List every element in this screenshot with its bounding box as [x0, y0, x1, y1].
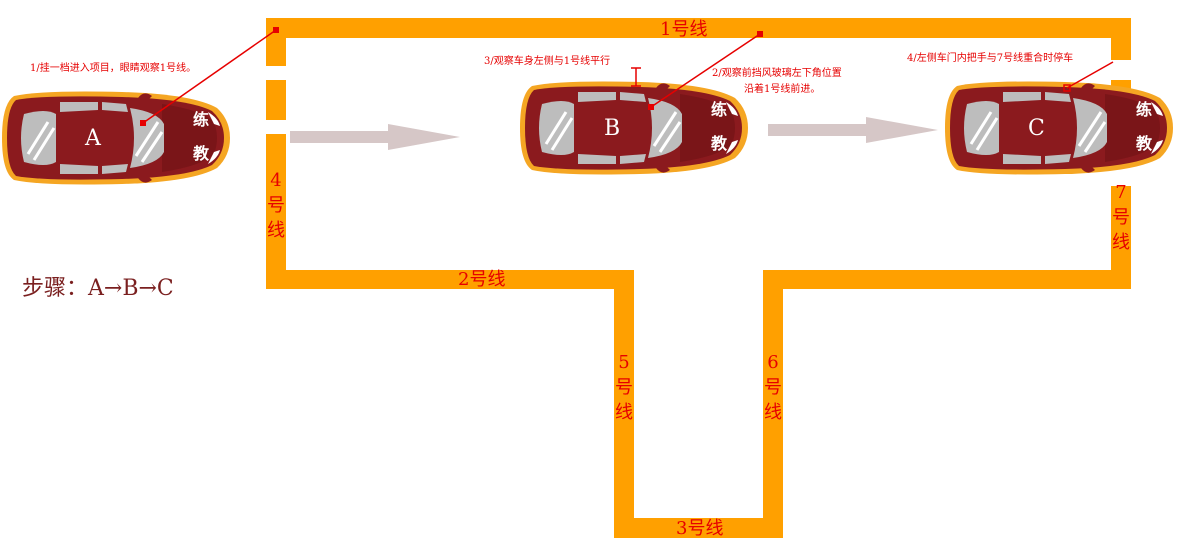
line-2-right	[763, 270, 1131, 289]
annotation-step-2-line-1: 2/观察前挡风玻璃左下角位置	[712, 68, 842, 79]
line-6	[763, 270, 783, 538]
car-b-letter: B	[604, 116, 621, 141]
car-a-tag-top: 练	[193, 110, 210, 129]
line-1	[266, 18, 1131, 38]
car-b-tag-bottom: 教	[711, 134, 728, 153]
car-b-tag-top: 练	[711, 100, 728, 119]
annotation-step-4: 4/左侧车门内把手与7号线重合时停车	[907, 53, 1074, 64]
car-a	[0, 90, 232, 186]
line-3	[614, 518, 783, 538]
line-5	[614, 270, 634, 538]
car-a-tag-bottom: 教	[193, 144, 210, 163]
line-2-left	[266, 270, 634, 289]
line-7-top	[1111, 18, 1131, 60]
line-4-dash-3	[266, 134, 286, 289]
annotation-pointers	[140, 27, 1114, 126]
car-a-letter: A	[85, 126, 101, 151]
car-c-tag-bottom: 教	[1136, 134, 1153, 153]
movement-arrow-1	[290, 124, 460, 150]
annotation-step-2-line-2: 沿着1号线前进。	[744, 84, 821, 95]
car-c-tag-top: 练	[1136, 100, 1153, 119]
line-5-label: 5号线	[615, 352, 633, 423]
car-c-letter: C	[1028, 116, 1045, 141]
line-3-label: 3号线	[676, 518, 724, 539]
line-2-label: 2号线	[458, 269, 506, 290]
line-7-label: 7号线	[1112, 182, 1130, 253]
road-lines	[266, 18, 1131, 538]
car-b	[518, 80, 750, 176]
line-4-label: 4号线	[267, 170, 285, 241]
line-6-label: 6号线	[764, 352, 782, 423]
steps-label: 步骤：A→B→C	[22, 276, 174, 301]
line-4-dash-1	[266, 18, 286, 66]
line-7-bottom	[1111, 186, 1131, 289]
line-4-dash-2	[266, 80, 286, 120]
car-c	[943, 80, 1175, 176]
annotation-step-3: 3/观察车身左侧与1号线平行	[484, 56, 611, 67]
movement-arrow-2	[768, 117, 938, 143]
line-1-label: 1号线	[660, 19, 708, 40]
annotation-step-1: 1/挂一档进入项目，眼睛观察1号线。	[30, 63, 197, 74]
